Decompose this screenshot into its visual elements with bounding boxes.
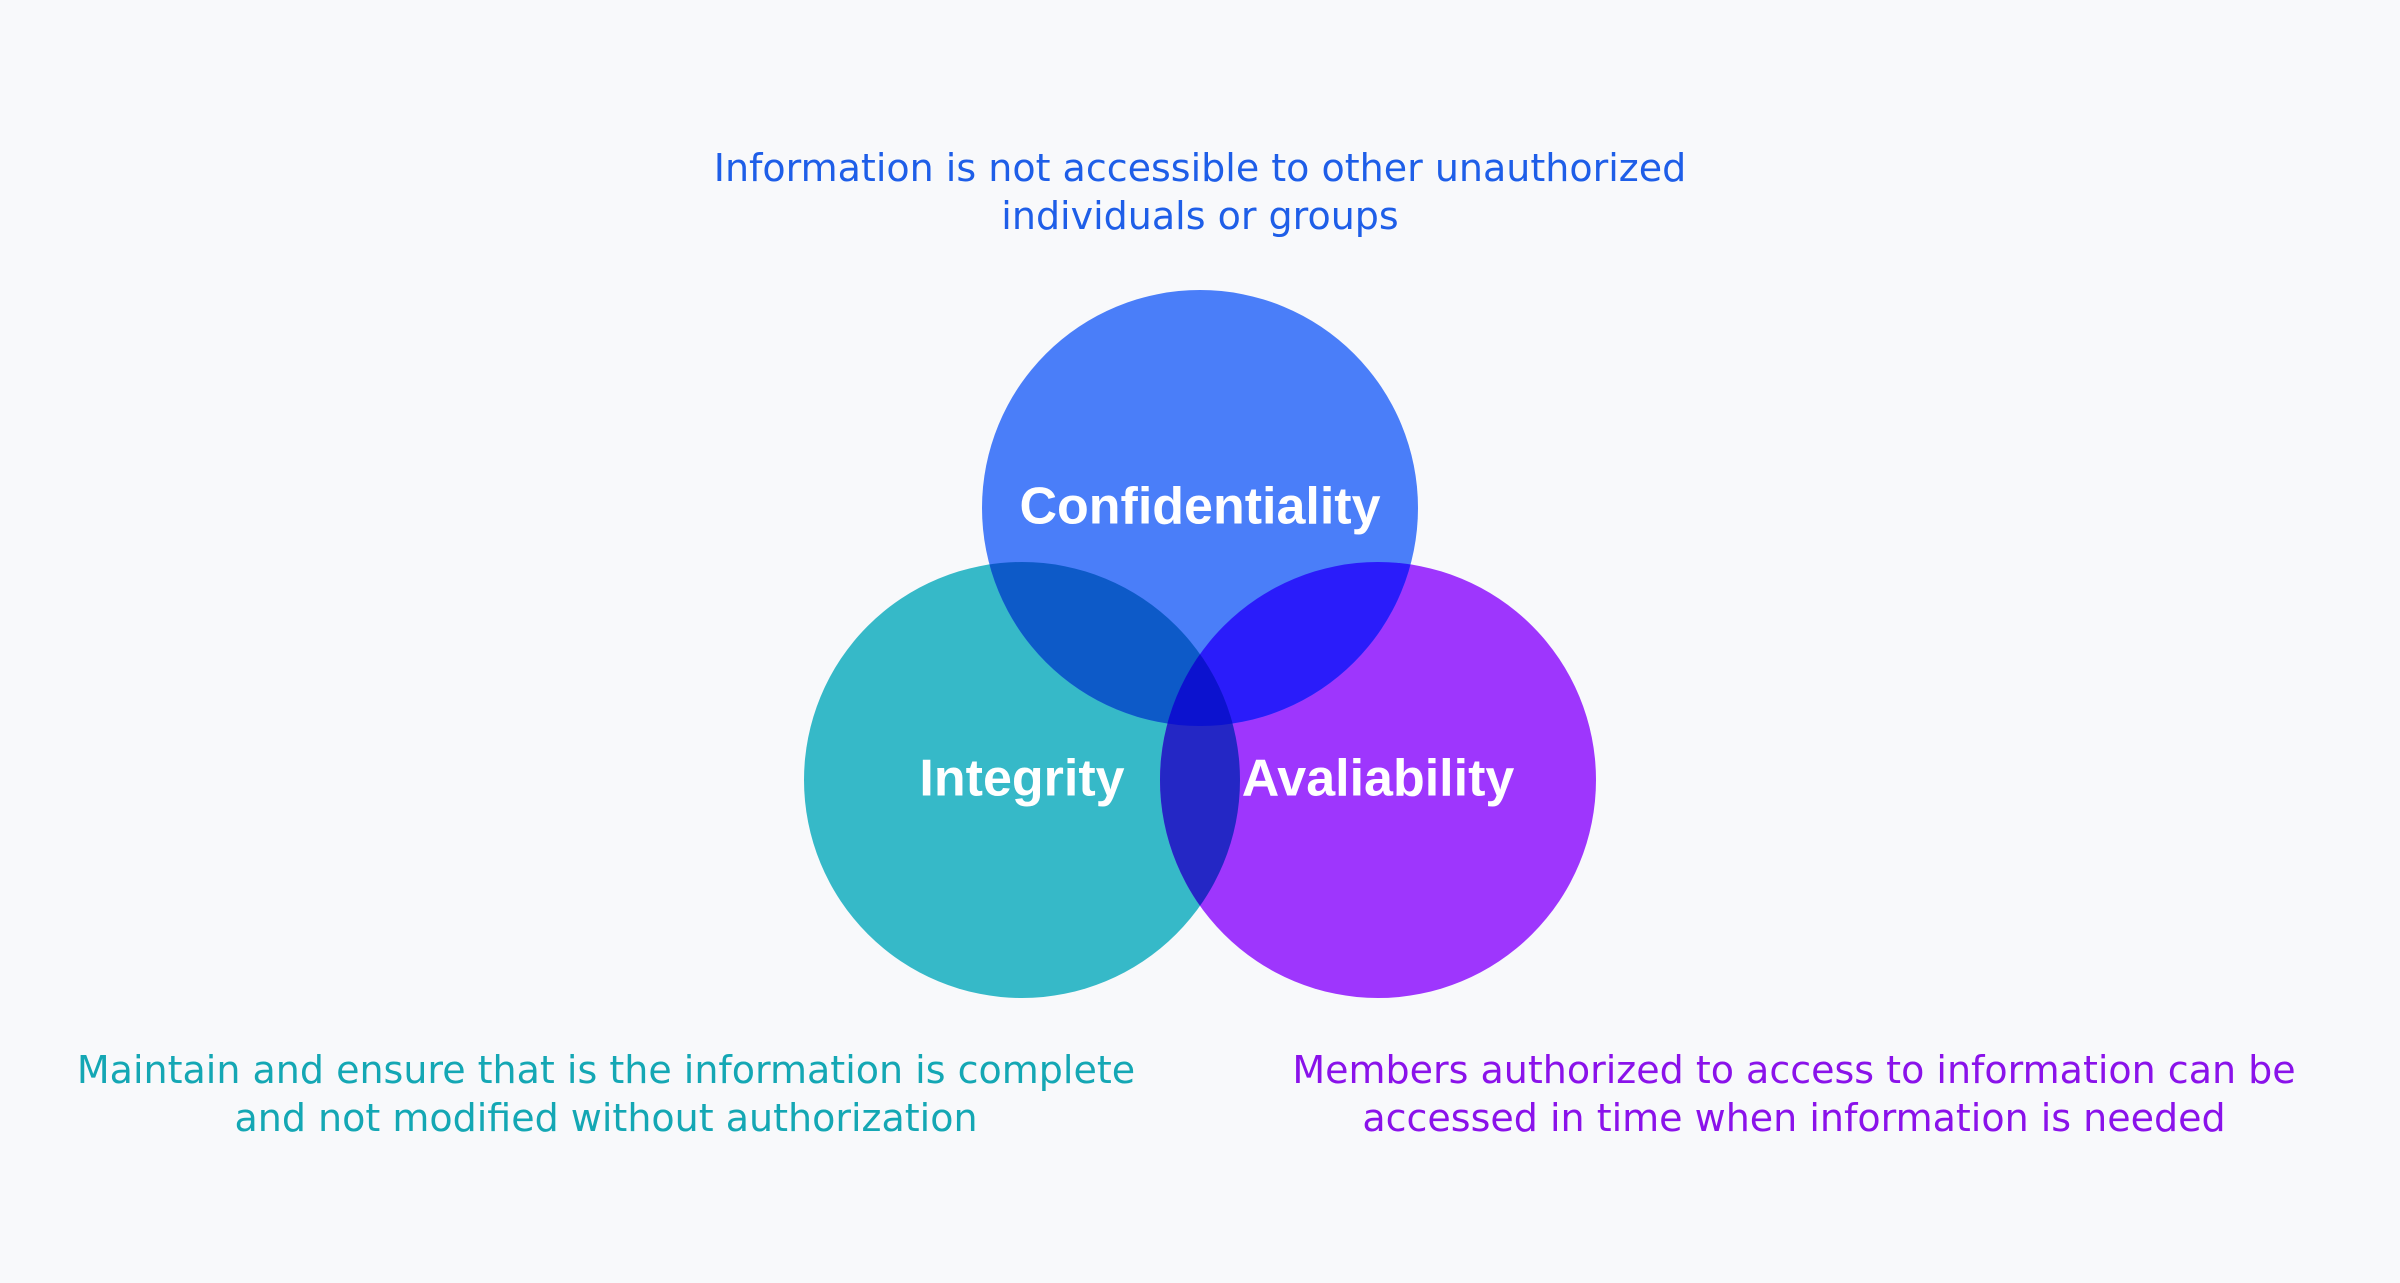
overlap-confidentiality-availability xyxy=(1160,562,1418,726)
confidentiality-description-line: Information is not accessible to other u… xyxy=(713,146,1687,190)
confidentiality-label: Confidentiality xyxy=(1019,478,1380,536)
confidentiality-description-line: individuals or groups xyxy=(1001,194,1399,238)
integrity-description: Maintain and ensure that is the informat… xyxy=(0,1046,1212,1142)
availability-description: Members authorized to access to informat… xyxy=(1212,1046,2376,1142)
availability-description-line: accessed in time when information is nee… xyxy=(1362,1096,2226,1140)
integrity-description-line: Maintain and ensure that is the informat… xyxy=(76,1048,1136,1092)
availability-label: Avaliability xyxy=(1242,750,1515,808)
availability-description-line: Members authorized to access to informat… xyxy=(1292,1048,2296,1092)
integrity-description-line: and not modified without authorization xyxy=(234,1096,978,1140)
integrity-label: Integrity xyxy=(919,750,1124,808)
overlap-confidentiality-integrity xyxy=(982,562,1240,726)
confidentiality-description: Information is not accessible to other u… xyxy=(600,144,1800,240)
